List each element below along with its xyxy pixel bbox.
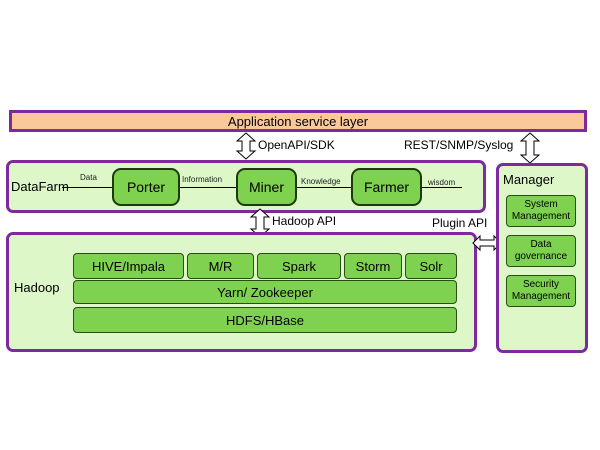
rest-snmp-syslog-label: REST/SNMP/Syslog (404, 138, 514, 152)
application-service-layer: Application service layer (9, 110, 587, 132)
hadoop-title: Hadoop (14, 280, 60, 295)
flow-line-information (180, 187, 236, 188)
yarn-zookeeper-box: Yarn/ Zookeeper (73, 280, 457, 304)
flow-line-knowledge (297, 187, 351, 188)
security-management-box: Security Management (506, 275, 576, 307)
flow-line-data (62, 187, 112, 188)
storm-box: Storm (344, 253, 402, 279)
data-governance-box: Data governance (506, 235, 576, 267)
hadoop-api-label: Hadoop API (272, 214, 337, 228)
flow-label-data: Data (80, 173, 97, 182)
flow-label-information: Information (182, 175, 223, 184)
spark-box: Spark (257, 253, 341, 279)
farmer-node: Farmer (351, 168, 422, 206)
plugin-api-label: Plugin API (432, 216, 488, 230)
flow-line-wisdom (422, 187, 462, 188)
flow-label-knowledge: Knowledge (301, 177, 341, 186)
flow-label-wisdom: wisdom (428, 178, 456, 187)
datafarm-title: DataFarm (11, 179, 69, 194)
manager-title: Manager (503, 172, 555, 187)
hdfs-hbase-box: HDFS/HBase (73, 307, 457, 333)
porter-node: Porter (112, 168, 180, 206)
solr-box: Solr (405, 253, 457, 279)
openapi-sdk-label: OpenAPI/SDK (258, 138, 335, 152)
hive-impala-box: HIVE/Impala (73, 253, 184, 279)
rest-double-arrow-icon (519, 132, 541, 164)
openapi-double-arrow-icon (235, 132, 257, 160)
mapreduce-box: M/R (187, 253, 254, 279)
miner-node: Miner (236, 168, 297, 206)
system-management-box: System Management (506, 195, 576, 227)
